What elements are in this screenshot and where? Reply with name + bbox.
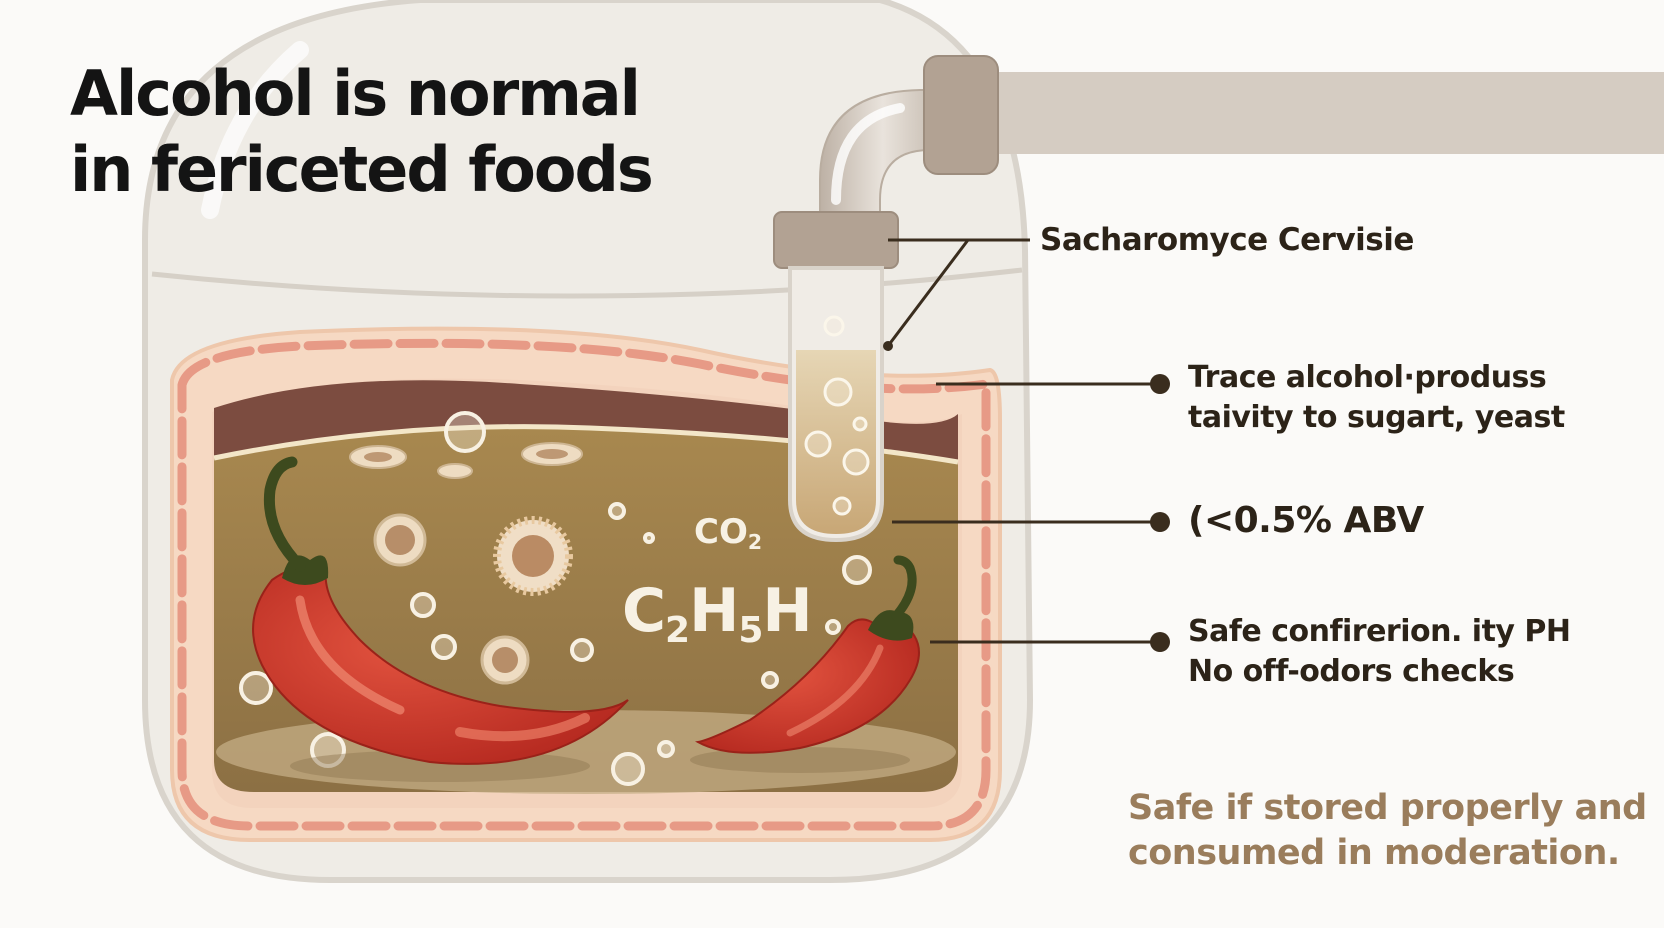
- title-line-1: Alcohol is normal: [70, 57, 641, 130]
- safety-label-line-1: Safe confirerion. ity PH: [1188, 614, 1571, 649]
- footer-note: Safe if stored properly and consumed in …: [1128, 786, 1647, 876]
- co2-subscript: 2: [747, 530, 763, 555]
- ethanol-formula: C2H5H: [622, 576, 813, 651]
- co2-base: CO: [694, 512, 748, 552]
- connector-dots: [883, 341, 1170, 652]
- page-title: Alcohol is normal in fericeted foods: [70, 56, 654, 208]
- trace-alcohol-label: Trace alcohol·produss taivity to sugart,…: [1188, 358, 1565, 438]
- yeast-label: Sacharomyce Cervisie: [1040, 222, 1414, 258]
- safety-label-line-2: No off-odors checks: [1188, 654, 1515, 689]
- co2-formula: CO2: [694, 512, 762, 554]
- chili-pepper-icon: [252, 456, 629, 782]
- footer-line-1: Safe if stored properly and: [1128, 788, 1647, 828]
- trace-label-line-1: Trace alcohol·produss: [1188, 360, 1547, 395]
- airlock-pipe-icon: [773, 55, 1664, 543]
- ethanol-h: H: [689, 576, 739, 646]
- chili-pepper-icon: [690, 555, 920, 773]
- bubble-icon: [239, 411, 872, 786]
- connector-lines: [886, 238, 1160, 644]
- ethanol-h-subscript: 5: [738, 609, 763, 651]
- ethanol-tail: H: [762, 576, 812, 646]
- footer-line-2: consumed in moderation.: [1128, 833, 1620, 873]
- abv-label: (<0.5% ABV: [1188, 500, 1424, 541]
- safety-label: Safe confirerion. ity PH No off-odors ch…: [1188, 612, 1571, 692]
- yeast-cell-icon: [349, 442, 583, 685]
- trace-label-line-2: taivity to sugart, yeast: [1188, 400, 1565, 435]
- ethanol-c-subscript: 2: [665, 609, 690, 651]
- title-line-2: in fericeted foods: [70, 133, 654, 206]
- ethanol-c: C: [622, 576, 666, 646]
